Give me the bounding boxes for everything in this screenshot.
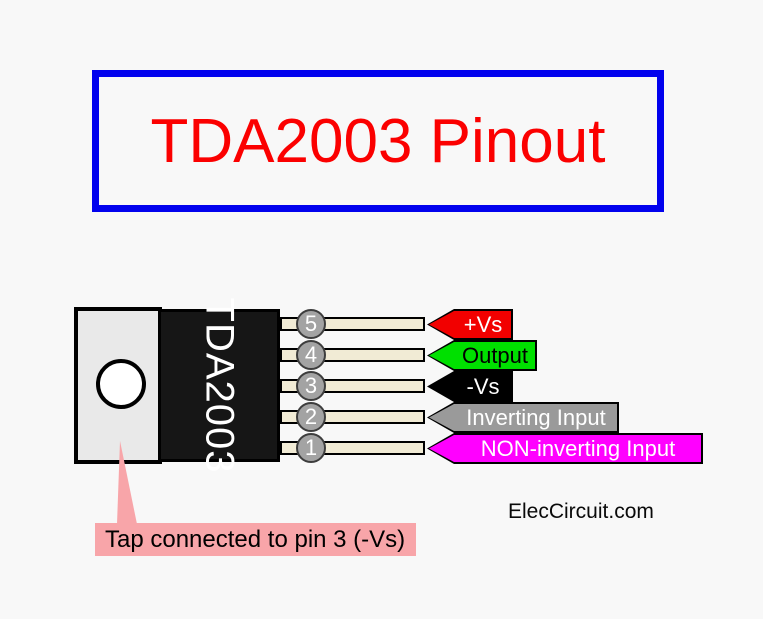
pin-tag-label: Output — [461, 342, 529, 368]
pin-number-badge: 2 — [296, 402, 326, 432]
pin-tag-label: +Vs — [463, 311, 503, 337]
pin-tag-label: Inverting Input — [466, 404, 606, 430]
callout-text: Tap connected to pin 3 (-Vs) — [105, 525, 406, 553]
chip-body: TDA2003 — [158, 298, 280, 473]
pin-number-badge: 1 — [296, 433, 326, 463]
pin-tag-label: -Vs — [466, 373, 500, 399]
pin-number: 3 — [304, 373, 318, 398]
watermark-text: ElecCircuit.com — [508, 500, 654, 523]
pin-tag-output: Output — [427, 340, 537, 371]
pin-number: 1 — [304, 435, 318, 460]
callout-box: Tap connected to pin 3 (-Vs) — [95, 523, 416, 556]
pin-number: 4 — [304, 342, 318, 367]
pin-tag-non-inverting-input: NON-inverting Input — [427, 433, 703, 464]
pin-tag-vs-minus: -Vs — [427, 371, 513, 402]
pin-tag-vs-plus: +Vs — [427, 309, 513, 340]
page-title: TDA2003 Pinout — [150, 106, 606, 176]
pin-number-badge: 3 — [296, 371, 326, 401]
pin-number-badge: 5 — [296, 309, 326, 339]
pin-number-badge: 4 — [296, 340, 326, 370]
title-box: TDA2003 Pinout — [92, 70, 664, 212]
pin-tag-label: NON-inverting Input — [480, 435, 676, 461]
pin-number: 5 — [304, 311, 318, 336]
pin-number: 2 — [304, 404, 318, 429]
chip-label: TDA2003 — [197, 297, 242, 474]
pin-tag-inverting-input: Inverting Input — [427, 402, 619, 433]
chip-mounting-tab — [74, 307, 162, 464]
chip-mounting-hole — [96, 359, 146, 409]
